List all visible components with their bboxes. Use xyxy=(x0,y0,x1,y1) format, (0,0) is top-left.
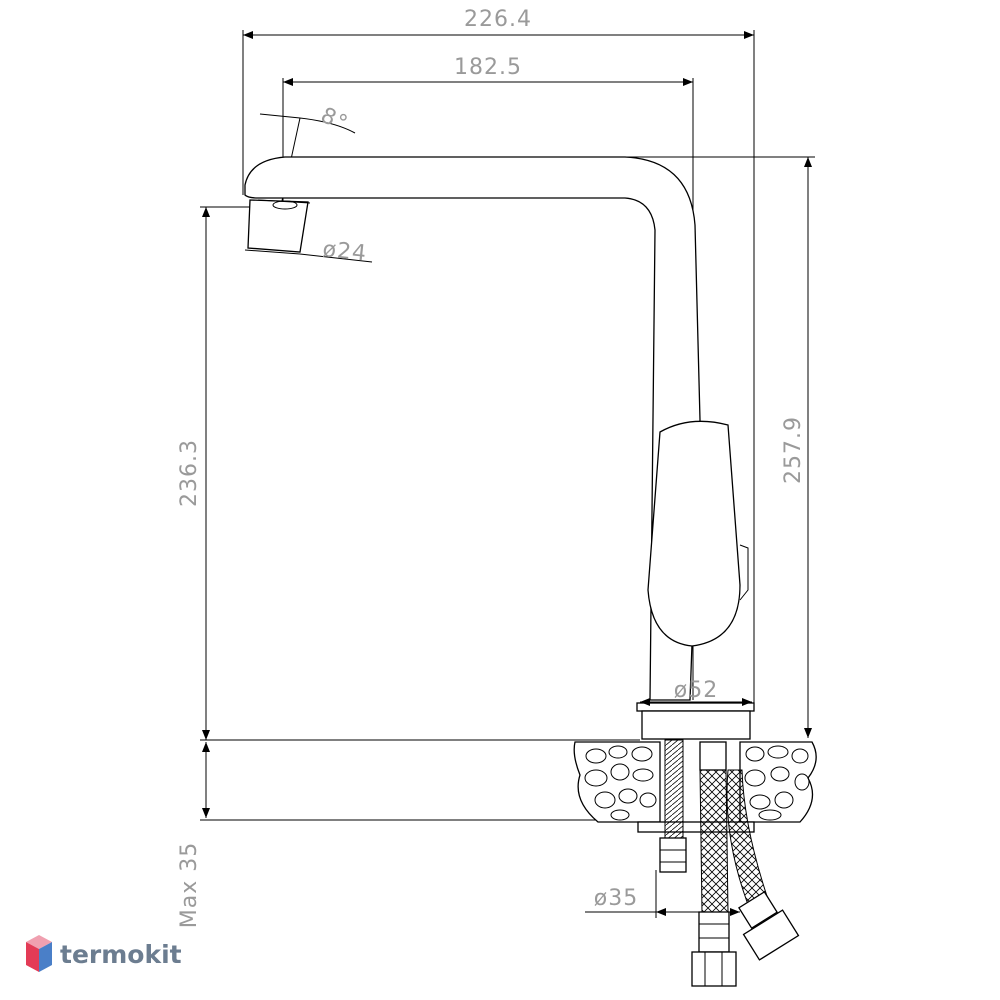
dim-aerator-diameter: ø24 xyxy=(244,237,373,267)
overall-height-label: 257.9 xyxy=(781,416,806,484)
spout-reach-label: 182.5 xyxy=(454,55,522,80)
mount-diameter-label: ø35 xyxy=(594,886,638,911)
dim-spout-height: 236.3 xyxy=(177,206,255,740)
brand-name: termokit xyxy=(60,940,182,969)
dim-spout-reach: 182.5 xyxy=(282,55,694,700)
dim-mount-diameter: ø35 xyxy=(585,870,740,918)
base-diameter-label: ø52 xyxy=(674,678,718,703)
spout-angle-label: 8° xyxy=(317,103,352,137)
dim-base-diameter: ø52 xyxy=(640,678,752,706)
overall-width-label: 226.4 xyxy=(464,7,532,32)
max-countertop-label: Max 35 xyxy=(177,842,202,928)
brand-logo: termokit xyxy=(26,935,182,972)
hexagon-logo-icon xyxy=(26,935,52,972)
aerator-diameter-label: ø24 xyxy=(321,237,368,267)
dim-overall-width: 226.4 xyxy=(242,7,755,705)
dim-overall-height: 257.9 xyxy=(625,156,815,738)
faucet-body xyxy=(244,156,755,740)
mounting-assembly xyxy=(637,739,800,987)
spout-height-label: 236.3 xyxy=(177,439,202,507)
dim-max-countertop: Max 35 xyxy=(177,739,640,928)
countertop-section xyxy=(573,741,817,823)
